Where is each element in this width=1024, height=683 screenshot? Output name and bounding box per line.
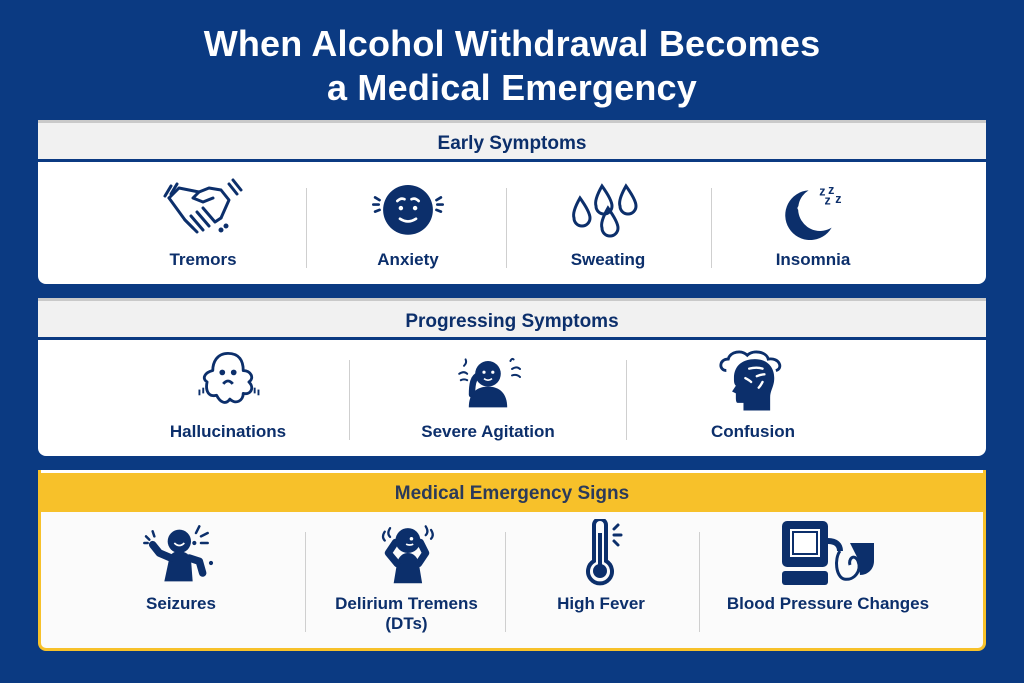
label-line-1: Delirium Tremens — [335, 594, 478, 613]
symptom-item: Confusion — [678, 348, 828, 442]
ghost-icon — [188, 348, 268, 414]
delirium-person-icon — [367, 520, 447, 586]
blood-pressure-monitor-icon — [778, 520, 878, 586]
symptom-label: Confusion — [710, 422, 796, 441]
page-title: When Alcohol Withdrawal Becomes a Medica… — [0, 22, 1024, 110]
agitated-person-icon — [448, 348, 528, 414]
svg-text:z: z — [819, 185, 825, 199]
symptom-label: Anxiety — [377, 250, 439, 269]
symptom-item: Seizures — [111, 520, 251, 614]
divider — [505, 532, 506, 632]
divider — [506, 188, 507, 268]
svg-text:z: z — [835, 192, 841, 206]
thermometer-icon — [561, 519, 641, 586]
divider — [349, 360, 350, 440]
title-line-2: a Medical Emergency — [327, 67, 697, 108]
divider — [306, 188, 307, 268]
symptom-item: High Fever — [536, 519, 666, 614]
symptom-item: Tremors — [138, 176, 268, 270]
symptom-item: Sweating — [543, 176, 673, 270]
medical-emergency-signs-section: Medical Emergency Signs Seizures — [38, 470, 986, 651]
symptom-label: Delirium Tremens (DTs) — [335, 594, 478, 634]
shaking-hands-icon — [163, 176, 243, 242]
divider — [711, 188, 712, 268]
symptom-label: Severe Agitation — [421, 422, 555, 441]
section-heading: Progressing Symptoms — [38, 298, 986, 340]
symptom-item: Anxiety — [343, 176, 473, 270]
svg-text:z: z — [825, 194, 831, 208]
early-symptoms-section: Early Symptoms Tremors — [38, 120, 986, 284]
label-line-2: (DTs) — [385, 614, 428, 633]
symptom-label: Seizures — [146, 594, 216, 613]
symptom-label: Sweating — [570, 250, 646, 269]
symptom-item: Hallucinations — [148, 348, 308, 442]
symptom-item: Blood Pressure Changes — [713, 520, 943, 614]
symptom-label: Insomnia — [775, 250, 851, 269]
anxious-face-icon — [368, 176, 448, 242]
title-line-1: When Alcohol Withdrawal Becomes — [203, 23, 821, 64]
divider — [699, 532, 700, 632]
symptom-item: Severe Agitation — [398, 348, 578, 442]
divider — [626, 360, 627, 440]
symptom-label: Hallucinations — [169, 422, 287, 441]
progressing-symptoms-section: Progressing Symptoms Hallucinations — [38, 298, 986, 456]
symptom-item: Delirium Tremens (DTs) — [319, 520, 494, 634]
symptom-label: Blood Pressure Changes — [726, 594, 930, 613]
section-heading: Medical Emergency Signs — [41, 470, 983, 512]
symptom-item: z z z z Insomnia — [748, 176, 878, 270]
sweat-drops-icon — [568, 176, 648, 242]
symptom-label: High Fever — [557, 594, 645, 613]
moon-zzz-icon: z z z z — [773, 176, 853, 242]
section-heading: Early Symptoms — [38, 120, 986, 162]
clouded-head-icon — [713, 348, 793, 414]
divider — [305, 532, 306, 632]
symptom-label: Tremors — [169, 250, 237, 269]
seizure-person-icon — [141, 520, 221, 586]
svg-text:z: z — [828, 183, 834, 197]
